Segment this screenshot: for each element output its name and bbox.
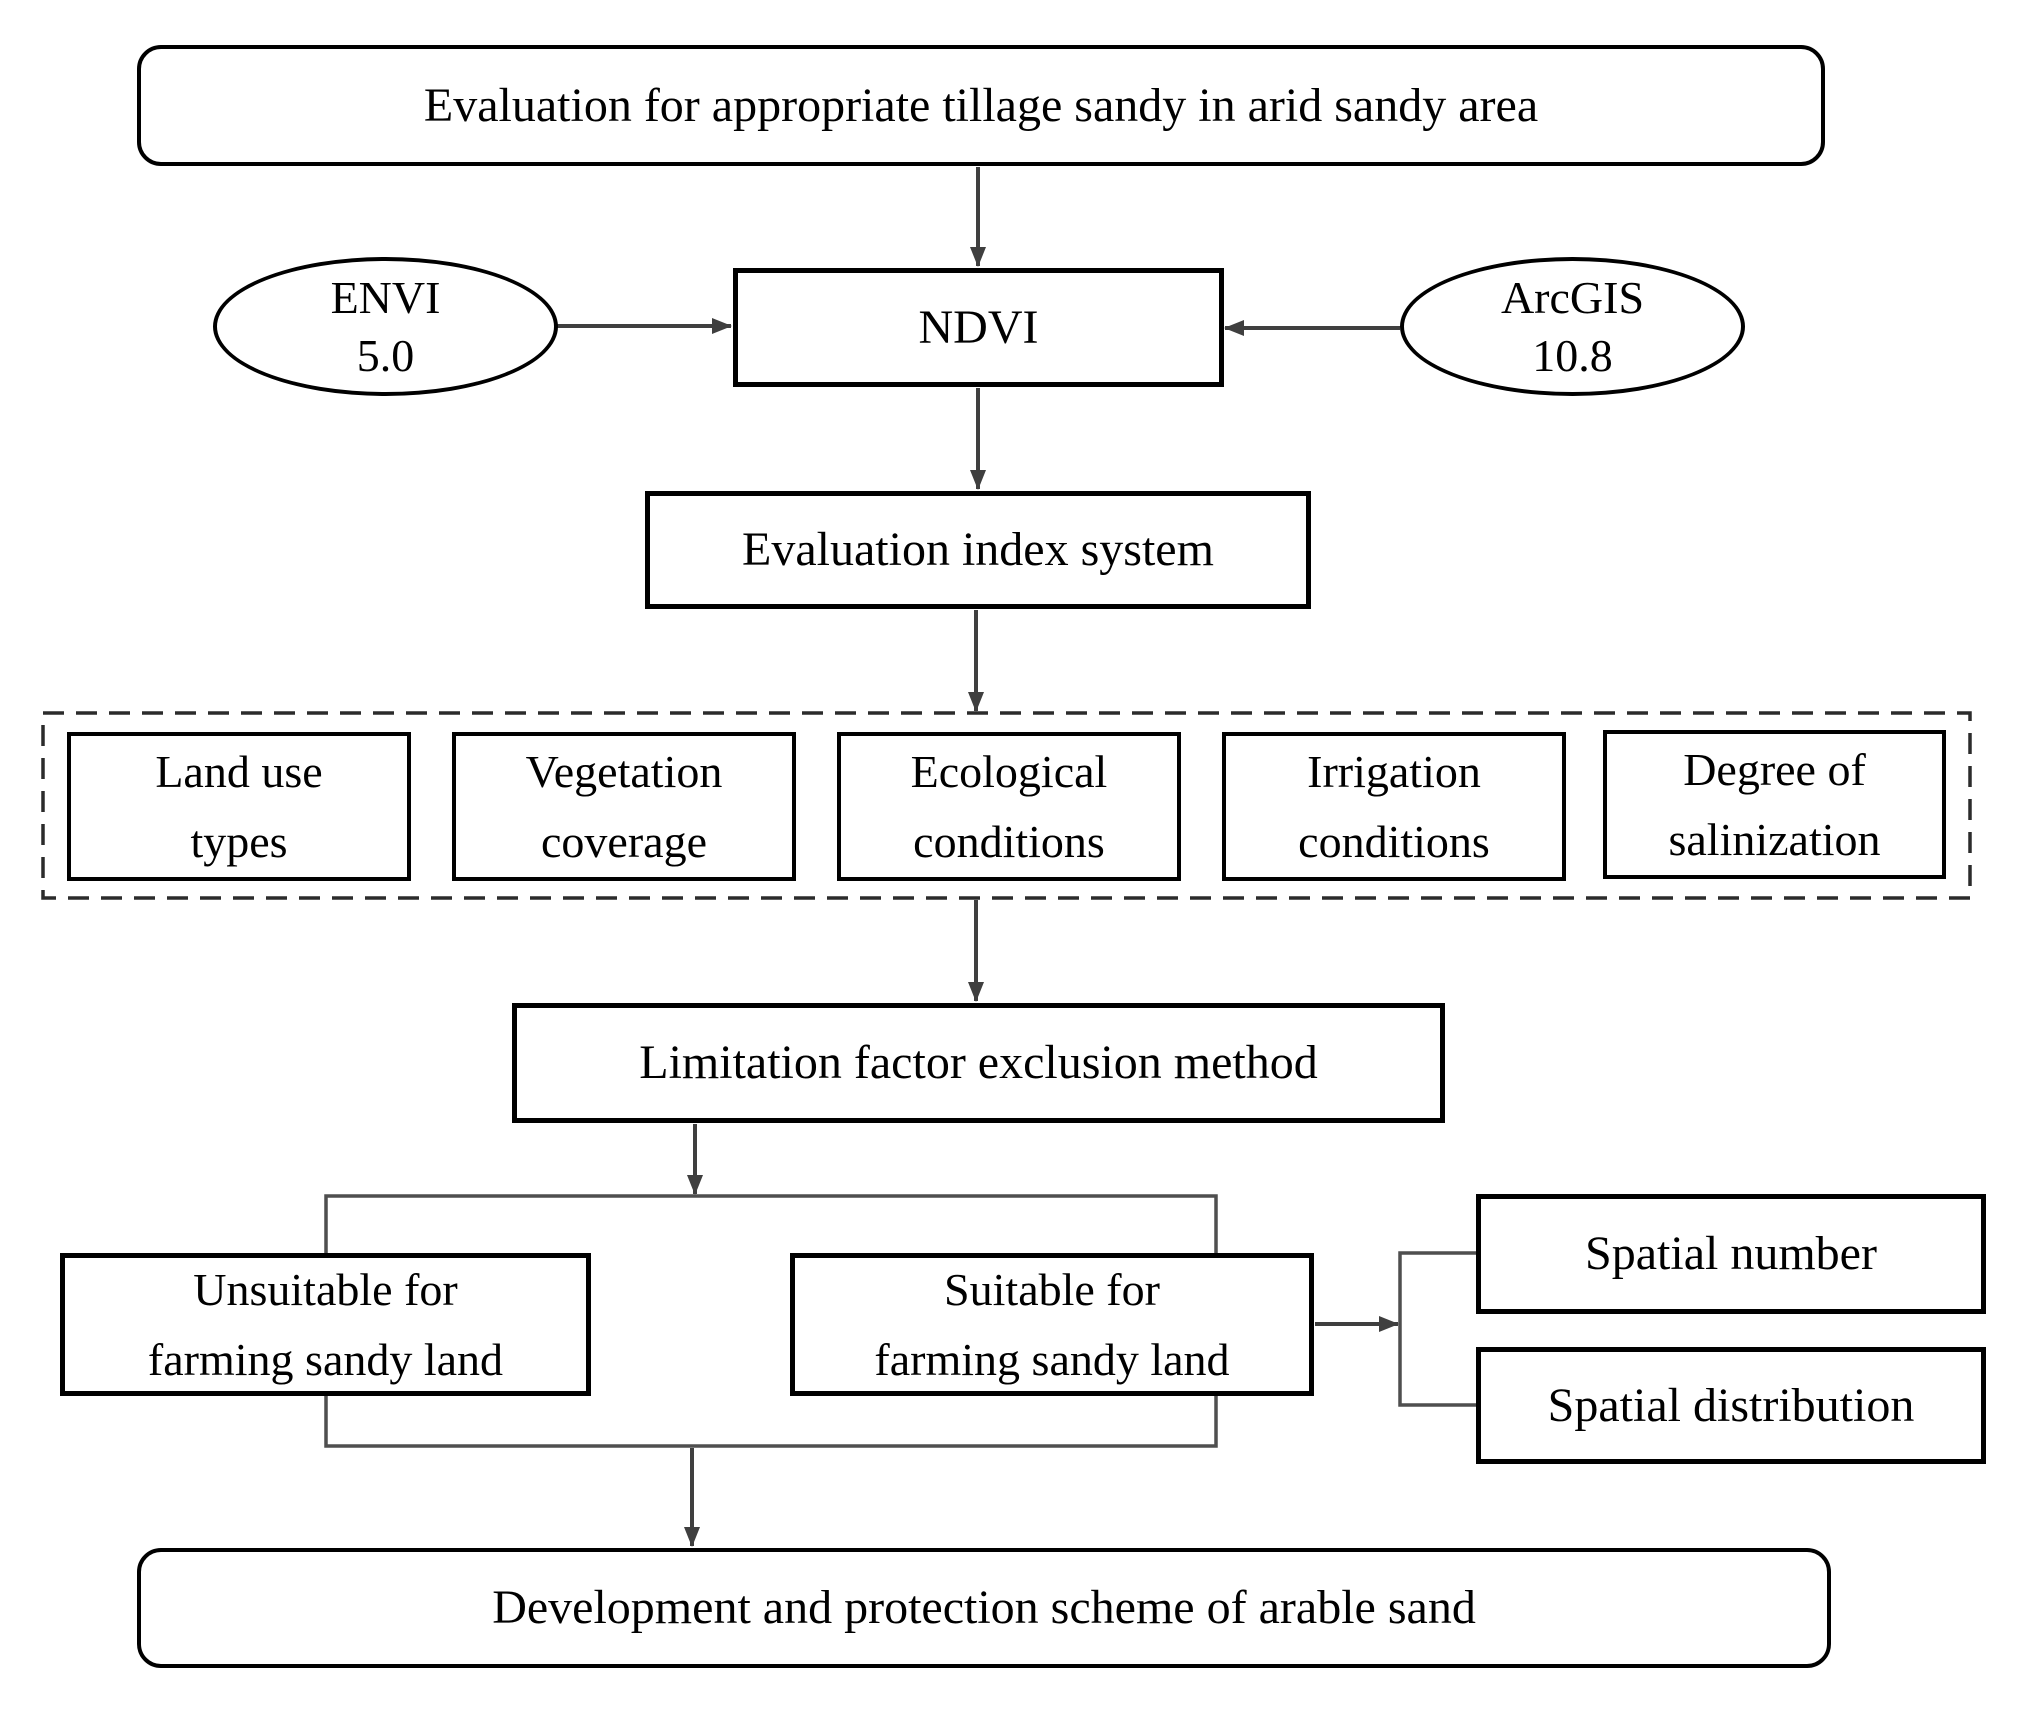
node-factor-ecological: Ecological conditions <box>837 732 1181 881</box>
factors-dashed-container <box>41 711 1972 900</box>
node-unsuitable: Unsuitable for farming sandy land <box>60 1253 591 1396</box>
factor-label: Ecological <box>910 745 1108 797</box>
factor-label: Land use <box>155 745 323 797</box>
factor-label: Vegetation <box>525 745 723 797</box>
node-top-title: Evaluation for appropriate tillage sandy… <box>137 45 1825 166</box>
suitable-label: Suitable for <box>944 1263 1160 1315</box>
factor-label: Degree of <box>1683 743 1866 795</box>
bottom-title-label: Development and protection scheme of ara… <box>492 1581 1476 1635</box>
spatial-bracket <box>1398 1251 1476 1407</box>
node-envi: ENVI 5.0 <box>213 257 558 396</box>
node-evaluation-index: Evaluation index system <box>645 491 1311 609</box>
ndvi-label: NDVI <box>918 300 1039 354</box>
node-bottom-scheme: Development and protection scheme of ara… <box>137 1548 1831 1668</box>
factor-label: coverage <box>541 815 707 867</box>
node-factor-salinization: Degree of salinization <box>1603 730 1946 879</box>
spatial-number-label: Spatial number <box>1585 1227 1877 1281</box>
node-factor-vegetation: Vegetation coverage <box>452 732 796 881</box>
node-ndvi: NDVI <box>733 268 1224 387</box>
unsuitable-label: Unsuitable for <box>193 1263 458 1315</box>
node-spatial-distribution: Spatial distribution <box>1476 1347 1986 1464</box>
factor-label: Irrigation <box>1307 745 1481 797</box>
envi-label-line2: 5.0 <box>356 329 415 381</box>
arcgis-label-line1: ArcGIS <box>1500 272 1645 323</box>
limitation-label: Limitation factor exclusion method <box>639 1036 1318 1090</box>
factor-label: conditions <box>913 815 1105 867</box>
spatial-distribution-label: Spatial distribution <box>1547 1378 1915 1432</box>
node-spatial-number: Spatial number <box>1476 1194 1986 1314</box>
node-factor-irrigation: Irrigation conditions <box>1222 732 1566 881</box>
top-title-label: Evaluation for appropriate tillage sandy… <box>423 78 1539 132</box>
node-limitation-method: Limitation factor exclusion method <box>512 1003 1445 1123</box>
node-factor-land-use: Land use types <box>67 732 411 881</box>
evaluation-index-label: Evaluation index system <box>742 523 1214 577</box>
unsuitable-label: farming sandy land <box>147 1333 504 1385</box>
factor-label: salinization <box>1668 813 1881 865</box>
factor-label: types <box>190 815 288 867</box>
suitable-label: farming sandy land <box>874 1333 1230 1385</box>
node-suitable: Suitable for farming sandy land <box>790 1253 1314 1396</box>
factor-label: conditions <box>1298 815 1490 867</box>
envi-label-line1: ENVI <box>330 272 441 323</box>
arcgis-label-line2: 10.8 <box>1532 329 1613 381</box>
node-arcgis: ArcGIS 10.8 <box>1400 257 1745 396</box>
